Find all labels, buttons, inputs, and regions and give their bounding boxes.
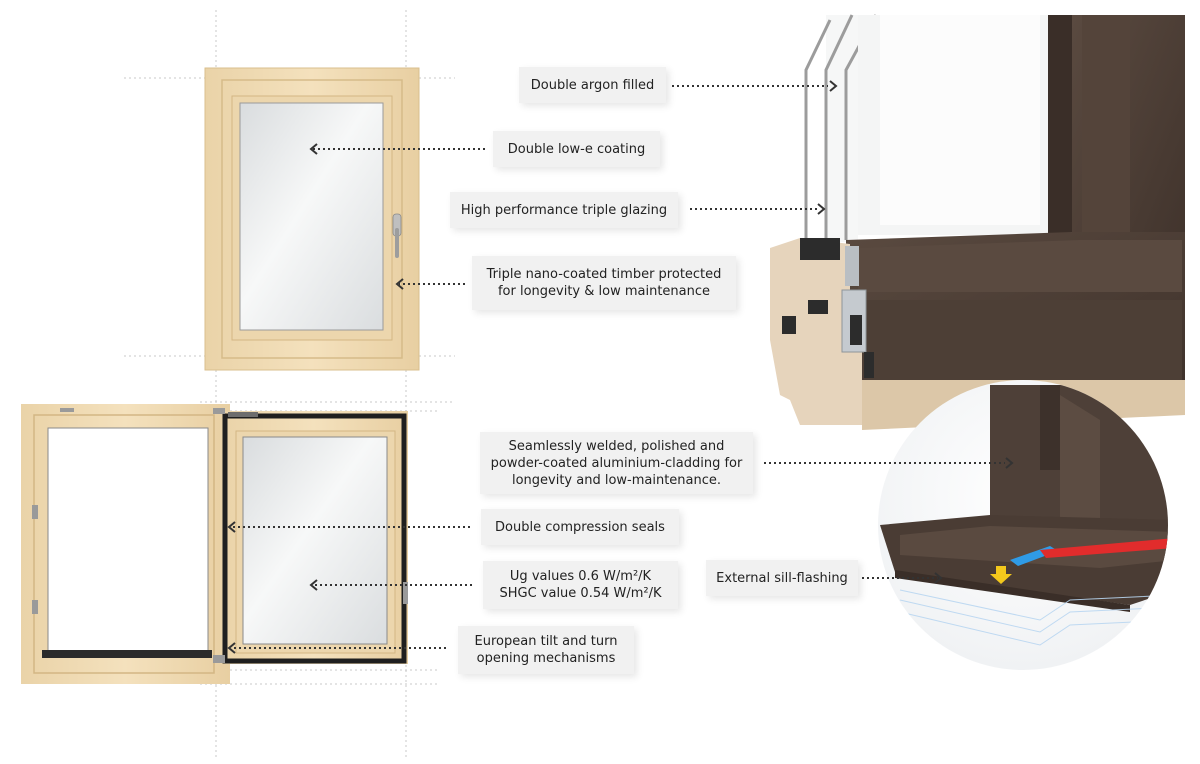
- label-text: powder-coated aluminium-cladding for: [490, 455, 743, 471]
- label-external-sill-flashing: External sill-flashing: [706, 560, 858, 596]
- label-double-argon-filled: Double argon filled: [519, 67, 666, 103]
- label-text: SHGC value 0.54 W/m²/K: [499, 586, 662, 601]
- label-text: Triple nano-coated timber protected: [486, 267, 722, 282]
- label-double-low-e-coating: Double low-e coating: [493, 131, 660, 167]
- label-double-compression-seals: Double compression seals: [481, 509, 679, 545]
- corner-section-illustration: [770, 14, 1185, 430]
- label-text: Double compression seals: [495, 519, 665, 535]
- label-thermal-values: Ug values 0.6 W/m²/K SHGC value 0.54 W/m…: [483, 561, 678, 609]
- label-text: Ug values 0.6 W/m²/K: [509, 569, 652, 584]
- timber-window-open: [21, 404, 408, 684]
- leader-lines: [232, 85, 1005, 649]
- label-text: opening mechanisms: [476, 651, 616, 666]
- label-aluminium-cladding: Seamlessly welded, polished and powder-c…: [480, 432, 753, 494]
- label-text: External sill-flashing: [716, 570, 848, 586]
- label-triple-glazing: High performance triple glazing: [450, 192, 678, 228]
- label-text: High performance triple glazing: [460, 202, 668, 218]
- leader-arrowheads: [227, 80, 1014, 654]
- label-text: European tilt and turn: [474, 634, 618, 649]
- label-text: longevity and low-maintenance.: [511, 472, 722, 488]
- label-text: for longevity & low maintenance: [497, 284, 711, 299]
- label-text: Double low-e coating: [507, 141, 646, 157]
- sill-flashing-inset: [878, 380, 1168, 670]
- label-text: Seamlessly welded, polished and: [508, 438, 725, 454]
- label-text: Double argon filled: [530, 77, 655, 93]
- label-tilt-and-turn: European tilt and turn opening mechanism…: [458, 626, 634, 674]
- label-nano-coated-timber: Triple nano-coated timber protected for …: [472, 256, 736, 310]
- timber-window-front: [204, 67, 420, 371]
